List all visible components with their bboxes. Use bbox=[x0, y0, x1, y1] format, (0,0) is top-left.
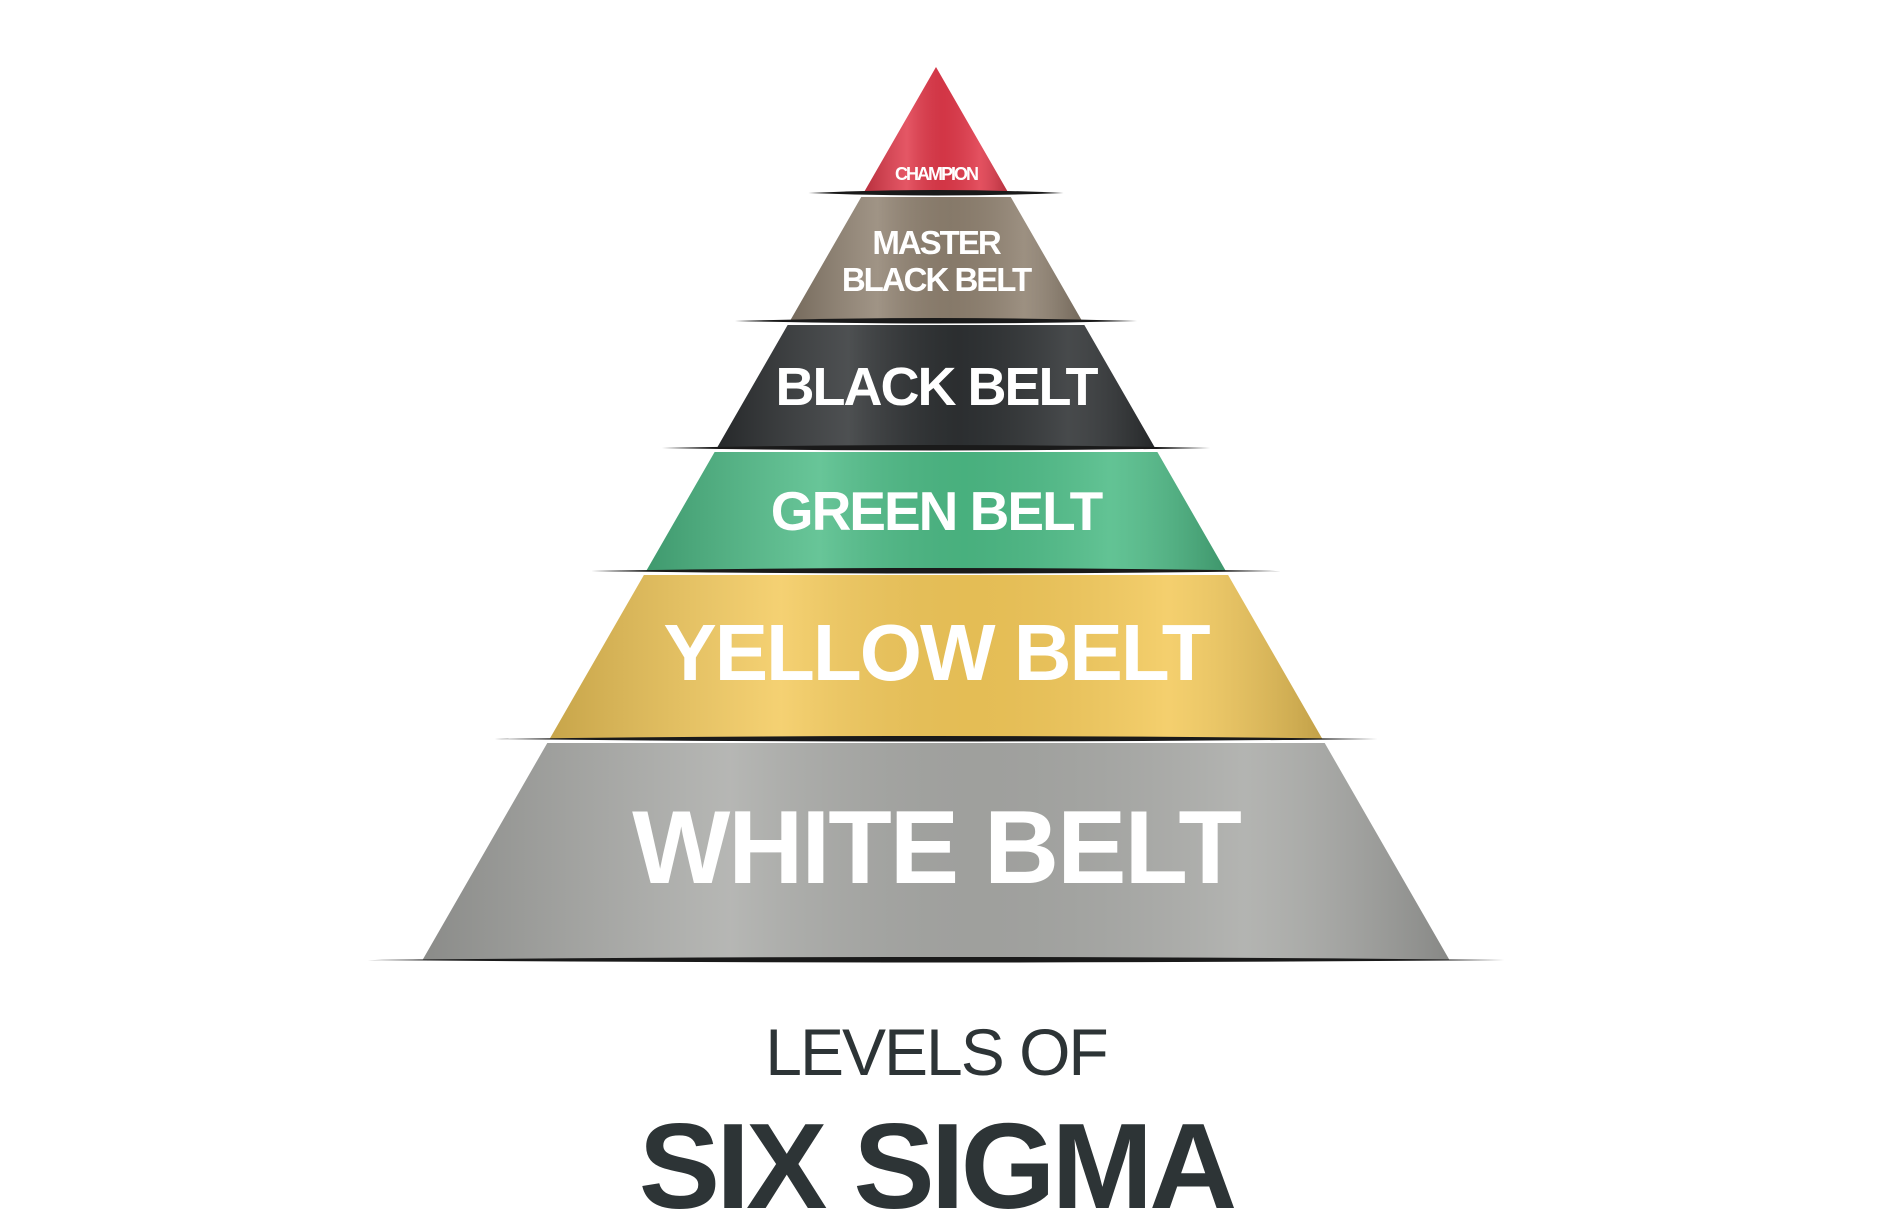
band-master-black-belt-shadow-line bbox=[734, 318, 1138, 324]
band-black-belt-shading bbox=[716, 325, 1156, 448]
band-white-belt-shading bbox=[422, 743, 1450, 960]
band-green-belt-shading bbox=[646, 452, 1226, 571]
level-master-black-belt-label-line2: BLACK BELT bbox=[842, 261, 1032, 298]
band-black-belt-shadow-line bbox=[661, 445, 1211, 451]
band-yellow-belt-shading bbox=[549, 575, 1323, 739]
band-master-black-belt-shading bbox=[789, 197, 1083, 321]
level-master-black-belt-label-line1: MASTER bbox=[872, 224, 1002, 261]
level-yellow-belt-label: YELLOW BELT bbox=[663, 608, 1210, 697]
band-yellow-belt-shadow-line bbox=[494, 736, 1378, 742]
title-line1: LEVELS OF bbox=[765, 1015, 1107, 1089]
title-line2: SIX SIGMA bbox=[639, 1098, 1234, 1231]
band-green-belt-shadow-line bbox=[591, 568, 1281, 574]
band-champion-shadow-line bbox=[808, 190, 1064, 196]
level-green-belt-label: GREEN BELT bbox=[771, 480, 1103, 542]
level-champion-label: CHAMPION bbox=[895, 164, 978, 184]
band-champion-shading bbox=[863, 67, 1009, 193]
level-black-belt-label: BLACK BELT bbox=[776, 357, 1099, 417]
level-white-belt-label: WHITE BELT bbox=[632, 790, 1241, 906]
band-white-belt-shadow-line bbox=[367, 957, 1505, 963]
